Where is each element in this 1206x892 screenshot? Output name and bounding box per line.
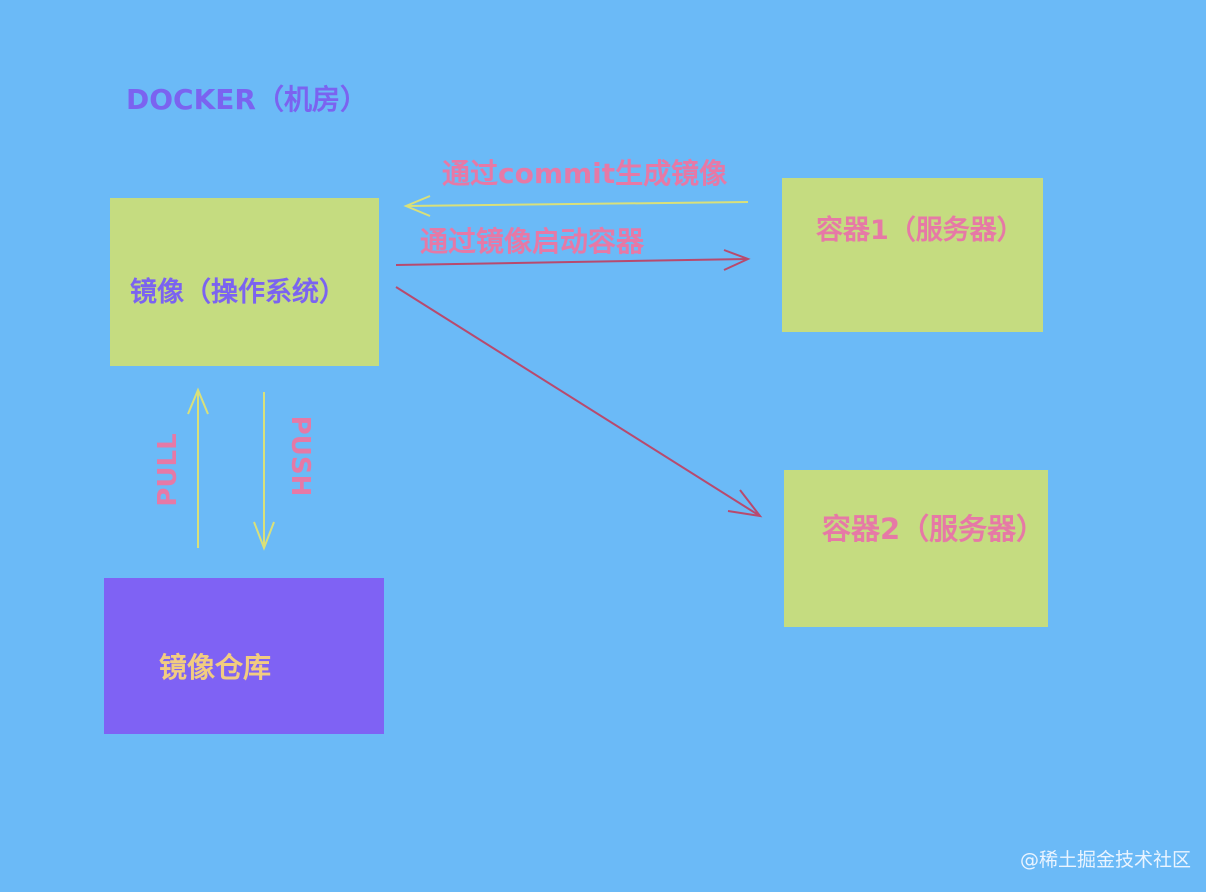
start-edge-label: 通过镜像启动容器 [420, 225, 645, 258]
start-container1-arrow [395, 249, 751, 271]
diagram-title: DOCKER（机房） [126, 83, 368, 116]
container1-node: 容器1（服务器） [782, 178, 1043, 332]
registry-node: 镜像仓库 [104, 578, 384, 734]
container2-node: 容器2（服务器） [784, 470, 1048, 627]
image-node-label: 镜像（操作系统） [130, 277, 346, 308]
container1-node-label: 容器1（服务器） [816, 215, 1024, 246]
pull-edge-label: PULL [153, 433, 183, 507]
pull-arrow [187, 387, 209, 548]
registry-node-label: 镜像仓库 [159, 651, 272, 684]
start-container2-arrow [395, 286, 763, 518]
commit-edge-label: 通过commit生成镜像 [442, 157, 728, 190]
commit-arrow [403, 195, 749, 217]
image-node: 镜像（操作系统） [110, 198, 379, 366]
watermark: @稀土掘金技术社区 [1020, 849, 1192, 871]
push-arrow [253, 392, 275, 551]
push-edge-label: PUSH [285, 415, 315, 497]
container2-node-label: 容器2（服务器） [822, 512, 1046, 546]
